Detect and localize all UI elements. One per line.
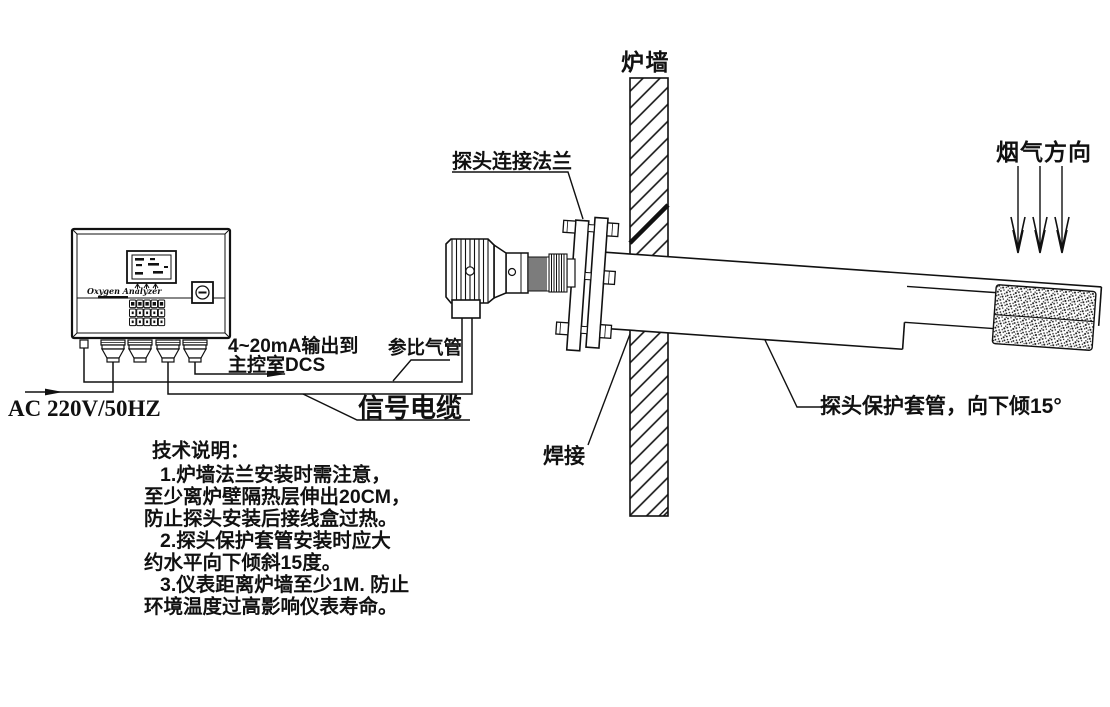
leader-lines [302, 171, 838, 446]
probe-flange-leader [452, 171, 584, 220]
label-flue-gas-direction: 烟气方向 [996, 139, 1092, 165]
gland-4 [182, 339, 208, 363]
gas-port [79, 339, 89, 349]
tube-step [901, 322, 906, 350]
ac-arrowhead [45, 388, 63, 396]
signal-cable-leader [302, 393, 470, 421]
probe-junction-box [451, 299, 481, 319]
dcs-arrowhead [267, 371, 286, 377]
body-screw [507, 267, 517, 277]
display-content [135, 258, 168, 275]
filter-mid-line [994, 314, 1095, 323]
reference-gas-leader [392, 359, 450, 382]
tube-bottom-edge [599, 327, 903, 351]
tech-notes-line: 1.炉墙法兰安装时需注意， [160, 463, 391, 486]
tech-notes-line: 环境温度过高影响仪表寿命。 [144, 595, 398, 618]
dcs-output-wire [194, 362, 285, 375]
label-protection-tube: 探头保护套管，向下倾15° [820, 394, 1062, 418]
label-output-dcs-line2: 主控室DCS [228, 353, 325, 376]
welding-leader [587, 333, 631, 446]
ac-power-wire [25, 362, 114, 393]
tube-end-cap [1097, 286, 1103, 326]
flue-gas-arrows [1010, 166, 1070, 254]
tech-notes-line: 3.仪表距离炉墙至少1M. 防止 [160, 573, 409, 596]
label-furnace-wall: 炉墙 [621, 49, 670, 75]
taper-neck [493, 243, 507, 300]
flue-arrow [1010, 166, 1026, 254]
inner-tube-top [906, 285, 998, 294]
probe-flange-and-tube [555, 216, 1103, 352]
gland-1 [100, 339, 126, 363]
tech-notes-heading: 技术说明： [152, 439, 250, 462]
flue-arrow [1032, 166, 1048, 254]
wiring [25, 318, 473, 396]
display-indicator-marks [134, 283, 159, 289]
wall-bottom-notch [658, 506, 669, 517]
tech-notes-line: 约水平向下倾斜15度。 [144, 551, 341, 574]
reference-gas-line [83, 318, 463, 383]
signal-cable-line [167, 318, 473, 395]
head-screw [465, 266, 475, 276]
cable-glands [79, 339, 208, 363]
probe-stub [566, 258, 576, 288]
protection-tube-leader [764, 339, 838, 408]
brand-logo: Oxygen Analyzer [87, 286, 162, 296]
technical-notes: 技术说明： 1.炉墙法兰安装时需注意， 至少离炉壁隔热层伸出20CM， 防止探头… [144, 439, 411, 618]
flue-arrow [1054, 166, 1070, 254]
gland-2 [127, 339, 153, 363]
gland-3 [155, 339, 181, 363]
label-output-dcs-line1: 4~20mA输出到 [228, 334, 358, 357]
wall-thick-hatch-stripe [628, 203, 670, 245]
tech-notes-line: 至少离炉壁隔热层伸出20CM， [144, 485, 411, 508]
probe-head [445, 238, 576, 319]
label-welding: 焊接 [543, 444, 585, 468]
logo-underline [98, 296, 128, 299]
tube-top-edge [604, 251, 1102, 288]
tech-notes-line: 2.探头保护套管安装时应大 [160, 529, 391, 552]
label-ac-power: AC 220V/50HZ [8, 396, 161, 421]
tech-notes-line: 防止探头安装后接线盒过热。 [144, 507, 398, 530]
label-probe-flange: 探头连接法兰 [452, 149, 572, 173]
corner-marks [72, 229, 230, 338]
analyzer-unit: Oxygen Analyzer [70, 227, 232, 363]
keypad [129, 299, 166, 327]
label-signal-cable: 信号电缆 [358, 393, 462, 423]
inner-tube-bottom [904, 321, 996, 330]
label-reference-gas-tube: 参比气管 [388, 337, 462, 358]
